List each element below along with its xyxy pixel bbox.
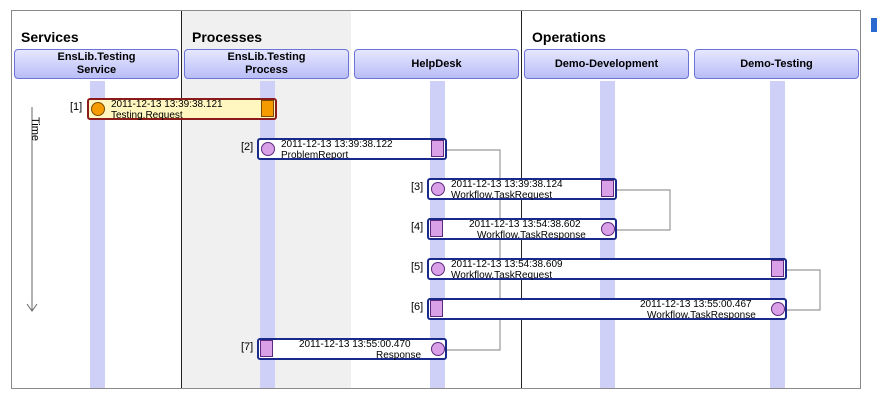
- message-type: Workflow.TaskRequest: [451, 270, 552, 281]
- message-timestamp: 2011-12-13 13:39:38.122: [281, 139, 393, 150]
- message-source-endpoint: [91, 102, 105, 116]
- time-arrow: [26, 107, 38, 312]
- message-6[interactable]: 2011-12-13 13:55:00.467 Workflow.TaskRes…: [427, 298, 787, 321]
- message-5[interactable]: 2011-12-13 13:54:38.609 Workflow.TaskReq…: [427, 258, 787, 281]
- lane-strip-service: [90, 81, 105, 388]
- message-type: Workflow.TaskResponse: [647, 310, 756, 321]
- message-index: [5]: [411, 261, 424, 273]
- message-index: [4]: [411, 221, 424, 233]
- message-type: ProblemReport: [281, 150, 349, 161]
- message-7[interactable]: 2011-12-13 13:55:00.470 Response: [257, 338, 447, 361]
- group-title-operations: Operations: [532, 29, 606, 45]
- message-timestamp: 2011-12-13 13:55:00.467: [640, 299, 752, 310]
- message-index: [1]: [70, 101, 83, 113]
- message-target-endpoint: [260, 340, 273, 357]
- message-target-endpoint: [431, 140, 444, 157]
- message-source-endpoint: [431, 182, 445, 196]
- lane-header-helpdesk[interactable]: HelpDesk: [354, 49, 519, 79]
- lane-header-label: EnsLib.Testing Service: [57, 51, 136, 76]
- message-type: Workflow.TaskRequest: [451, 190, 552, 201]
- lane-header-label: Demo-Testing: [740, 57, 813, 70]
- scrollbar-edge[interactable]: [871, 18, 877, 32]
- message-target-endpoint: [261, 100, 274, 117]
- message-source-endpoint: [431, 262, 445, 276]
- message-target-endpoint: [601, 180, 614, 197]
- message-3[interactable]: 2011-12-13 13:39:38.124 Workflow.TaskReq…: [427, 178, 617, 201]
- message-type: Response: [376, 350, 422, 361]
- message-source-endpoint: [261, 142, 275, 156]
- message-timestamp: 2011-12-13 13:39:38.121: [111, 99, 223, 110]
- lane-header-demo-testing[interactable]: Demo-Testing: [694, 49, 859, 79]
- message-index: [7]: [241, 341, 254, 353]
- message-4[interactable]: 2011-12-13 13:54:38.602 Workflow.TaskRes…: [427, 218, 617, 241]
- message-target-endpoint: [771, 260, 784, 277]
- message-source-endpoint: [431, 342, 445, 356]
- group-divider-processes: [181, 11, 182, 388]
- lane-header-demo-development[interactable]: Demo-Development: [524, 49, 689, 79]
- message-index: [3]: [411, 181, 424, 193]
- message-timestamp: 2011-12-13 13:54:38.609: [451, 259, 563, 270]
- message-timestamp: 2011-12-13 13:55:00.470: [299, 339, 411, 350]
- sequence-diagram: Services Processes Operations EnsLib.Tes…: [11, 10, 861, 389]
- message-1[interactable]: 2011-12-13 13:39:38.121 Testing.Request: [87, 98, 277, 121]
- message-timestamp: 2011-12-13 13:39:38.124: [451, 179, 563, 190]
- message-source-endpoint: [601, 222, 615, 236]
- connector-5-to-6: [786, 269, 821, 311]
- message-connectors: [102, 104, 821, 356]
- message-source-endpoint: [771, 302, 785, 316]
- connector-2-to-7: [446, 149, 501, 351]
- lane-header-label: Demo-Development: [554, 57, 659, 70]
- message-2[interactable]: 2011-12-13 13:39:38.122 ProblemReport: [257, 138, 447, 161]
- message-target-endpoint: [430, 220, 443, 237]
- group-title-processes: Processes: [192, 29, 263, 45]
- lane-header-enslib-testing-process[interactable]: EnsLib.Testing Process: [184, 49, 349, 79]
- message-index: [2]: [241, 141, 254, 153]
- message-index: [6]: [411, 301, 424, 313]
- message-type: Testing.Request: [111, 110, 183, 121]
- lane-header-enslib-testing-service[interactable]: EnsLib.Testing Service: [14, 49, 179, 79]
- lane-header-label: EnsLib.Testing Process: [227, 51, 306, 76]
- connector-3-to-4: [616, 189, 671, 231]
- message-target-endpoint: [430, 300, 443, 317]
- group-title-services: Services: [21, 29, 79, 45]
- message-timestamp: 2011-12-13 13:54:38.602: [469, 219, 581, 230]
- time-axis: Time: [24, 107, 44, 317]
- message-type: Workflow.TaskResponse: [477, 230, 586, 241]
- time-label: Time: [29, 117, 41, 142]
- lane-header-label: HelpDesk: [411, 57, 462, 70]
